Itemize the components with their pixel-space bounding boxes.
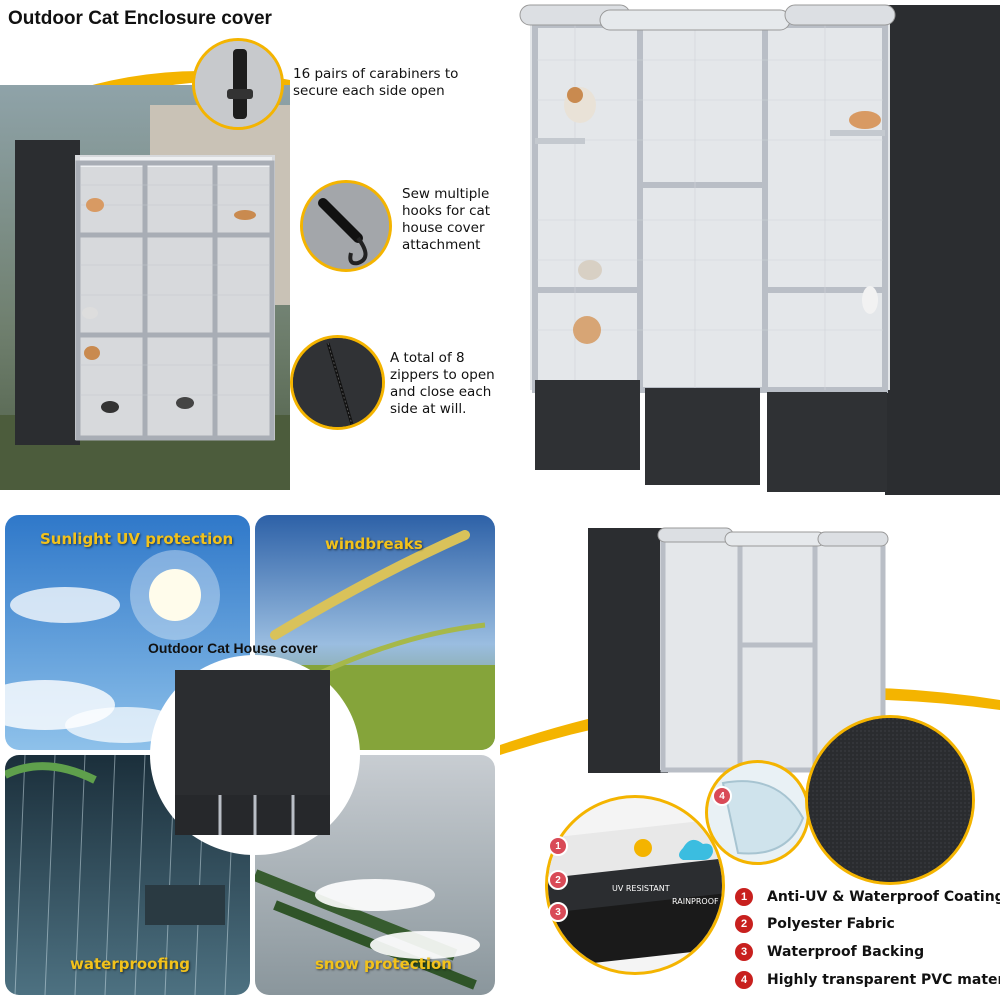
layers-diagram xyxy=(548,818,722,968)
legend-number-4: 4 xyxy=(735,971,753,989)
fabric-texture xyxy=(808,718,972,882)
pvc-sheet-icon xyxy=(721,780,805,855)
legend-item-4: 4 Highly transparent PVC material xyxy=(735,969,1000,991)
center-title: Outdoor Cat House cover xyxy=(148,640,318,656)
zipper-icon xyxy=(293,338,382,427)
legend-number-3: 3 xyxy=(735,943,753,961)
hook-icon xyxy=(303,183,389,269)
sun-icon xyxy=(5,550,220,743)
layer-number-2: 2 xyxy=(548,870,568,890)
panel-label-waterproofing: waterproofing xyxy=(70,955,190,973)
panel-label-sunlight: Sunlight UV protection xyxy=(40,530,234,548)
legend-number-2: 2 xyxy=(735,915,753,933)
legend-text-1: Anti-UV & Waterproof Coating xyxy=(767,889,1000,905)
cloud-rain-icon xyxy=(679,839,713,860)
layer-number-4: 4 xyxy=(712,786,732,806)
feature-text-carabiner: 16 pairs of carabiners to secure each si… xyxy=(293,66,459,99)
carabiner-icon xyxy=(195,41,281,127)
layer-label-rain: RAINPROOF xyxy=(672,897,719,906)
layer-label-uv: UV RESISTANT xyxy=(612,884,670,893)
carabiner-circle xyxy=(192,38,284,130)
sun-small-icon xyxy=(634,839,652,857)
legend-text-3: Waterproof Backing xyxy=(767,944,925,960)
product-photo-small xyxy=(500,527,1000,773)
feature-text-hook: Sew multiple hooks for cat house cover a… xyxy=(402,186,491,253)
hook-circle xyxy=(300,180,392,272)
legend-number-1: 1 xyxy=(735,888,753,906)
section-title: Outdoor Cat Enclosure cover xyxy=(8,8,272,29)
layer-number-1: 1 xyxy=(548,836,568,856)
enclosure-photo xyxy=(0,85,290,490)
panel-sunlight: Sunlight UV protection xyxy=(5,515,250,750)
snow-icon xyxy=(255,869,480,990)
product-photo-large xyxy=(515,0,1000,500)
legend-item-1: 1 Anti-UV & Waterproof Coating xyxy=(735,886,1000,908)
fabric-circle xyxy=(805,715,975,885)
legend-text-4: Highly transparent PVC material xyxy=(767,972,1000,988)
cover-product xyxy=(175,670,330,835)
feature-text-zipper: A total of 8 zippers to open and close e… xyxy=(390,350,495,417)
legend-item-3: 3 Waterproof Backing xyxy=(735,941,924,963)
legend-item-2: 2 Polyester Fabric xyxy=(735,913,895,935)
layers-circle xyxy=(545,795,725,975)
layer-number-3: 3 xyxy=(548,902,568,922)
legend-text-2: Polyester Fabric xyxy=(767,916,895,932)
panel-label-snow: snow protection xyxy=(315,955,452,973)
zipper-circle xyxy=(290,335,385,430)
panel-label-windbreaks: windbreaks xyxy=(325,535,423,553)
pvc-circle xyxy=(705,760,810,865)
